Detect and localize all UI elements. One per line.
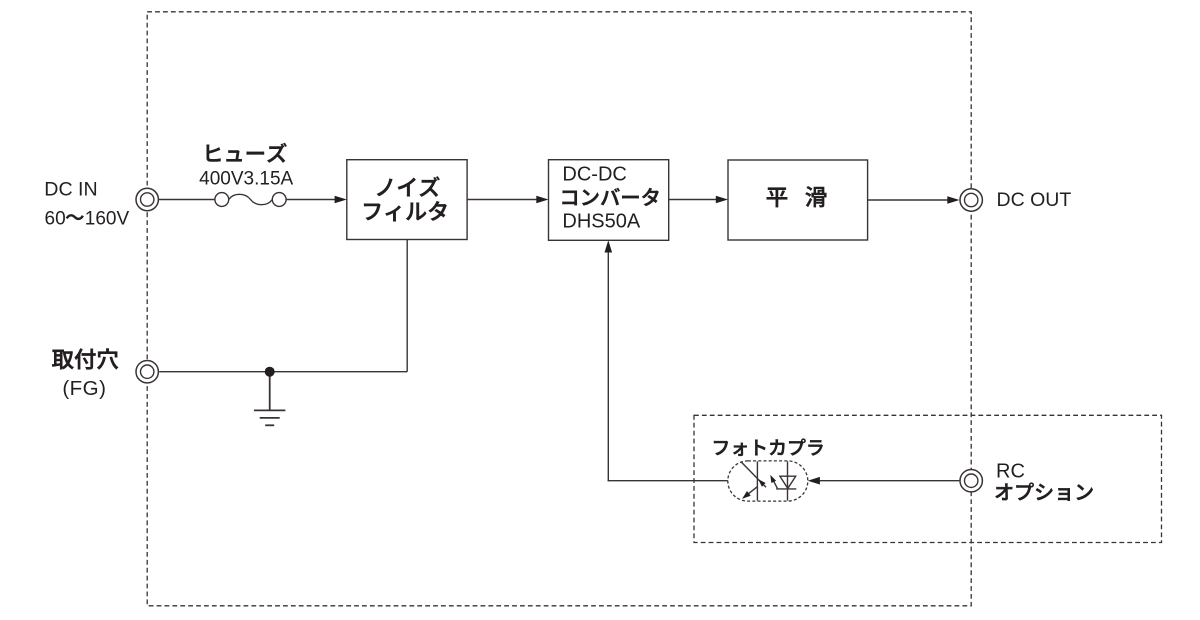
svg-text:DC OUT: DC OUT: [997, 189, 1072, 211]
svg-text:160V: 160V: [85, 208, 130, 229]
svg-text:(FG): (FG): [62, 377, 106, 400]
svg-text:DC IN: DC IN: [44, 178, 97, 200]
svg-text:400V3.15A: 400V3.15A: [199, 169, 293, 190]
svg-text:60: 60: [45, 208, 66, 229]
svg-text:DC-DC: DC-DC: [562, 164, 626, 186]
svg-text:RC: RC: [996, 460, 1025, 482]
svg-text:DHS50A: DHS50A: [562, 210, 640, 232]
